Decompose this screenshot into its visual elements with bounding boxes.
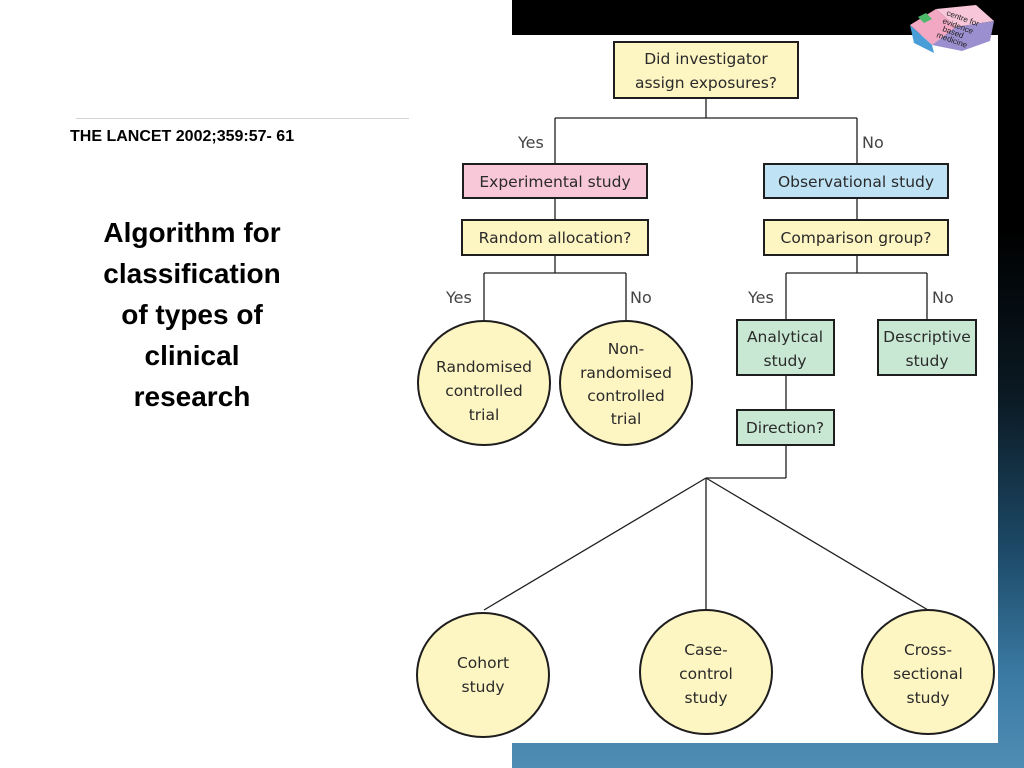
question-node-direction: Direction? [736, 409, 835, 446]
node-text: Descriptive [883, 328, 971, 346]
page-title: Algorithm for classification of types of… [70, 212, 314, 417]
node-text: study [907, 689, 950, 707]
analytical-study-node: Analytical study [736, 319, 835, 376]
branch-label-no: No [630, 288, 652, 307]
question-node-random-allocation: Random allocation? [461, 219, 649, 256]
node-text: Observational study [778, 173, 934, 191]
descriptive-study-node: Descriptive study [877, 319, 977, 376]
node-text: assign exposures? [635, 74, 777, 92]
node-text: study [906, 352, 949, 370]
title-line: of types of [121, 299, 263, 330]
node-text: trial [469, 406, 500, 424]
node-text: controlled [445, 382, 522, 400]
title-line: classification [103, 258, 281, 289]
node-text: Case- [684, 641, 728, 659]
node-text: Direction? [746, 419, 824, 437]
terminal-node-cohort-study: Cohort study [416, 612, 550, 738]
branch-label-yes: Yes [517, 133, 544, 152]
node-text: Comparison group? [781, 229, 932, 247]
branch-label-no: No [862, 133, 884, 152]
node-text: controlled [587, 387, 664, 405]
divider-rule [76, 118, 409, 119]
terminal-node-randomised-controlled-trial: Randomised controlled trial [417, 320, 551, 446]
node-text: Non- [608, 340, 645, 358]
question-node-comparison-group: Comparison group? [763, 219, 949, 256]
terminal-node-cross-sectional-study: Cross- sectional study [861, 609, 995, 735]
question-node-assign-exposures: Did investigator assign exposures? [613, 41, 799, 99]
node-text: control [679, 665, 733, 683]
node-text: Analytical [747, 328, 823, 346]
terminal-node-non-randomised-controlled-trial: Non- randomised controlled trial [559, 320, 693, 446]
node-text: Cohort [457, 654, 509, 672]
connector-lines [483, 98, 929, 611]
node-text: sectional [893, 665, 963, 683]
terminal-node-case-control-study: Case- control study [639, 609, 773, 735]
node-text: study [685, 689, 728, 707]
node-text: trial [611, 410, 642, 428]
observational-study-node: Observational study [763, 163, 949, 199]
title-line: clinical [144, 340, 240, 371]
citation: THE LANCET 2002;359:57- 61 [70, 128, 295, 145]
branch-label-no: No [932, 288, 954, 307]
node-text: Experimental study [479, 173, 630, 191]
branch-label-yes: Yes [747, 288, 774, 307]
experimental-study-node: Experimental study [462, 163, 648, 199]
node-text: Did investigator [644, 50, 768, 68]
cebm-cube-logo: centre for evidence based medicine [910, 5, 994, 53]
title-line: Algorithm for [103, 217, 281, 248]
node-text: Random allocation? [479, 229, 632, 247]
node-text: randomised [580, 364, 672, 382]
node-text: study [764, 352, 807, 370]
node-text: study [462, 678, 505, 696]
branch-label-yes: Yes [445, 288, 472, 307]
title-line: research [133, 381, 251, 412]
node-text: Randomised [436, 358, 532, 376]
node-text: Cross- [904, 641, 952, 659]
